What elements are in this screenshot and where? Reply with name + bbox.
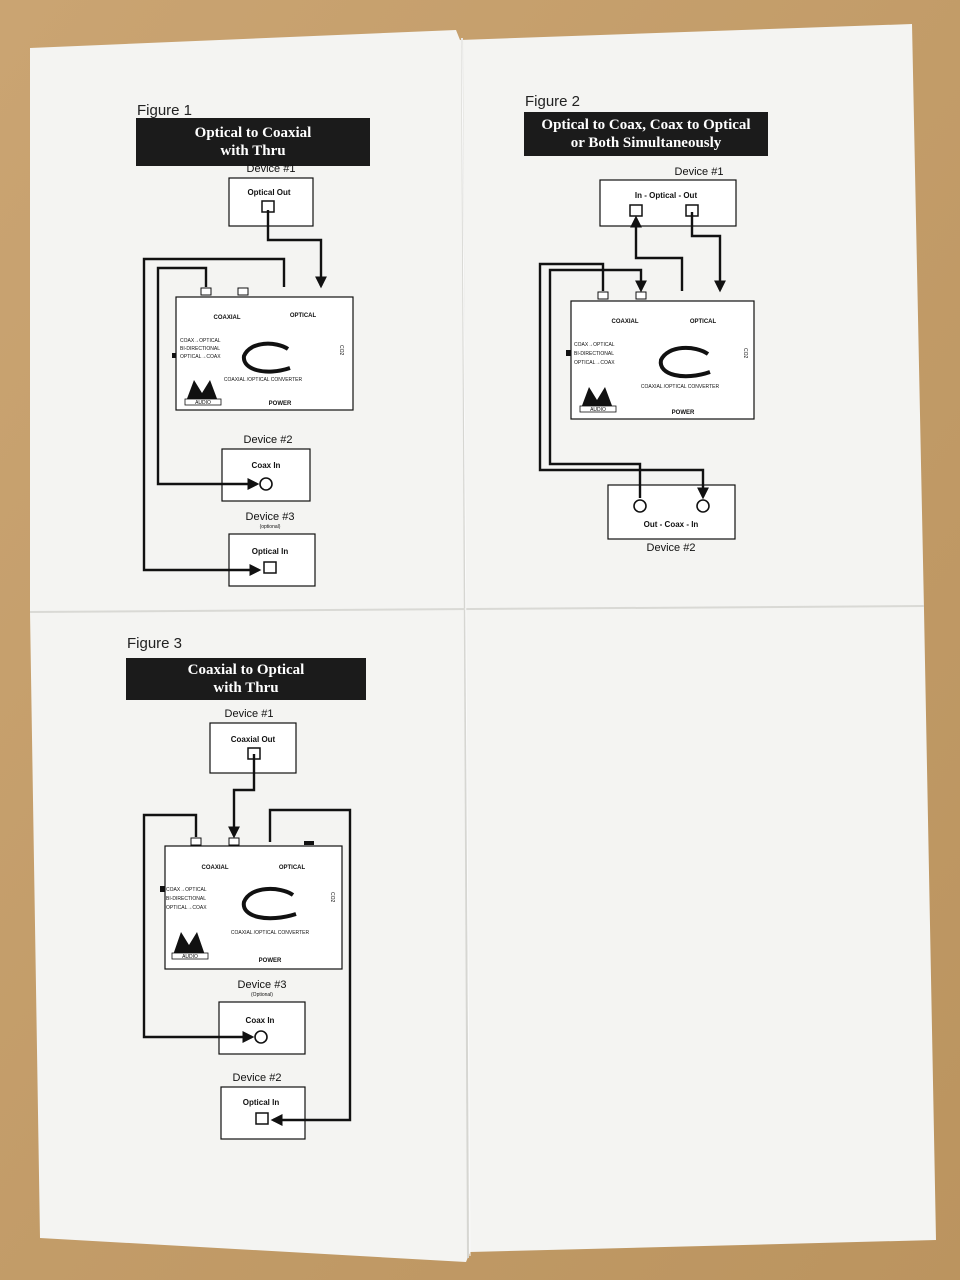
figure-3-wire-coax-thru — [142, 813, 255, 1043]
figure-2-device2-box — [607, 484, 736, 540]
figure-2-m-audio-logo-icon: AUDIO — [579, 387, 617, 413]
figure-1-mode1: COAX→OPTICAL — [180, 338, 221, 344]
figure-1-title-line2: with Thru — [220, 143, 285, 159]
figure-1: Figure 1 Optical to Coaxial with Thru De… — [136, 102, 370, 587]
figure-2-device2-port: Out - Coax - In — [644, 520, 699, 529]
figure-2-device2-title: Device #2 — [647, 542, 696, 554]
figure-3-device3-note: (Optional) — [251, 992, 273, 998]
figure-1-device2-port: Coax In — [252, 461, 281, 470]
figure-3-device2-optical-jack — [255, 1112, 269, 1125]
figure-2-title-line1: Optical to Coax, Coax to Optical — [541, 117, 750, 133]
figure-3-device1-port: Coaxial Out — [231, 735, 276, 744]
figure-3-device2-port: Optical In — [243, 1098, 280, 1107]
figure-2-mode1: COAX→OPTICAL — [574, 342, 615, 348]
figure-3-title-line2: with Thru — [213, 680, 278, 696]
figure-3-converter-name: COAXIAL /OPTICAL CONVERTER — [231, 930, 310, 936]
figure-3-device3-coax-jack — [254, 1030, 268, 1044]
figure-2-optical-label: OPTICAL — [690, 319, 717, 325]
figure-1-device3-optical-jack — [263, 561, 277, 574]
figure-3-wire-coax-in — [228, 754, 256, 839]
figure-3-banner — [126, 658, 366, 700]
figure-3-device3-box — [218, 1001, 306, 1055]
figure-1-c-logo-icon — [241, 341, 291, 374]
figure-3-optical-label: OPTICAL — [279, 865, 306, 871]
figure-1-wire-optical-thru — [142, 257, 286, 576]
figure-2-power-label: POWER — [672, 410, 695, 416]
figure-1-converter: COAXIAL OPTICAL COAX→OPTICAL BI-DIRECTIO… — [172, 287, 354, 411]
figure-1-mode3: OPTICAL→COAX — [180, 354, 221, 360]
figure-2-coaxial-label: COAXIAL — [612, 319, 639, 325]
figure-3-m-audio-logo-icon: AUDIO — [171, 932, 209, 960]
figure-1-device3-port: Optical In — [252, 547, 289, 556]
figure-3: Figure 3 Coaxial to Optical with Thru De… — [126, 635, 366, 1140]
figure-2-device2-coax-in-jack — [696, 499, 710, 513]
figure-2-device1-title: Device #1 — [675, 166, 724, 178]
figure-3-label: Figure 3 — [127, 635, 182, 652]
figure-1-m-audio-logo-icon: AUDIO — [184, 380, 222, 406]
figure-2-converter-name: COAXIAL /OPTICAL CONVERTER — [641, 384, 720, 390]
svg-text:AUDIO: AUDIO — [195, 400, 211, 406]
figure-2: Figure 2 Optical to Coax, Coax to Optica… — [524, 93, 768, 554]
figure-3-wire-optical-out — [268, 808, 352, 1126]
figure-3-mode1: COAX→OPTICAL — [166, 887, 207, 893]
figure-2-wire-optical-to-converter — [690, 212, 726, 293]
figure-2-device1-optical-in-jack — [629, 204, 643, 217]
figure-3-power-label: POWER — [259, 958, 282, 964]
figure-1-device2-coax-jack — [259, 477, 273, 491]
figure-1-mode2: BI-DIRECTIONAL — [180, 346, 220, 352]
figure-1-model-label: CO2 — [338, 345, 344, 356]
figure-1-device1-title: Device #1 — [247, 163, 296, 175]
figure-2-title-line2: or Both Simultaneously — [571, 135, 722, 151]
figure-1-title-line1: Optical to Coaxial — [195, 125, 312, 141]
figure-1-device2-box — [221, 448, 311, 502]
figure-1-converter-name: COAXIAL /OPTICAL CONVERTER — [224, 377, 303, 383]
figure-1-device1-port: Optical Out — [247, 188, 290, 197]
figure-1-coaxial-label: COAXIAL — [214, 315, 241, 321]
figure-3-title-line1: Coaxial to Optical — [188, 662, 305, 678]
figure-3-mode3: OPTICAL→COAX — [166, 905, 207, 911]
figure-3-c-logo-icon — [241, 887, 297, 921]
svg-text:AUDIO: AUDIO — [590, 407, 606, 413]
figure-2-converter: COAXIAL OPTICAL COAX→OPTICAL BI-DIRECTIO… — [566, 291, 755, 420]
figure-2-c-logo-icon — [658, 345, 711, 379]
figure-2-mode2: BI-DIRECTIONAL — [574, 351, 614, 357]
svg-text:AUDIO: AUDIO — [182, 954, 198, 960]
figure-2-model-label: CO2 — [742, 348, 748, 359]
figure-1-device2-title: Device #2 — [244, 434, 293, 446]
figure-1-device3-box — [228, 533, 316, 587]
figure-1-optical-label: OPTICAL — [290, 313, 317, 319]
figure-2-label: Figure 2 — [525, 93, 580, 110]
figure-1-banner — [136, 118, 370, 166]
figure-3-model-label: CO2 — [329, 892, 335, 903]
figure-1-device3-title: Device #3 — [246, 511, 295, 523]
figure-1-wire-coax-out — [156, 266, 260, 490]
figure-2-device2-coax-out-jack — [633, 499, 647, 513]
figure-1-label: Figure 1 — [137, 102, 192, 119]
figure-3-device2-title: Device #2 — [233, 1072, 282, 1084]
figure-2-mode3: OPTICAL→COAX — [574, 360, 615, 366]
figure-2-wire-optical-to-device — [630, 215, 684, 291]
figure-1-power-label: POWER — [269, 401, 292, 407]
figure-3-device1-title: Device #1 — [225, 708, 274, 720]
figure-1-device3-note: (optional) — [260, 524, 281, 530]
figure-3-converter: COAXIAL OPTICAL COAX→OPTICAL BI-DIRECTIO… — [160, 837, 343, 970]
figure-2-banner — [524, 112, 768, 156]
figure-3-device3-title: Device #3 — [238, 979, 287, 991]
figure-2-device1-box — [599, 179, 737, 227]
figure-1-wire-optical-in — [266, 210, 327, 289]
figure-2-device1-port: In - Optical - Out — [635, 191, 698, 200]
figure-2-wire-coax-to-device — [538, 262, 709, 500]
figure-3-mode2: BI-DIRECTIONAL — [166, 896, 206, 902]
figure-3-device3-port: Coax In — [246, 1016, 275, 1025]
figure-3-coaxial-label: COAXIAL — [202, 865, 229, 871]
